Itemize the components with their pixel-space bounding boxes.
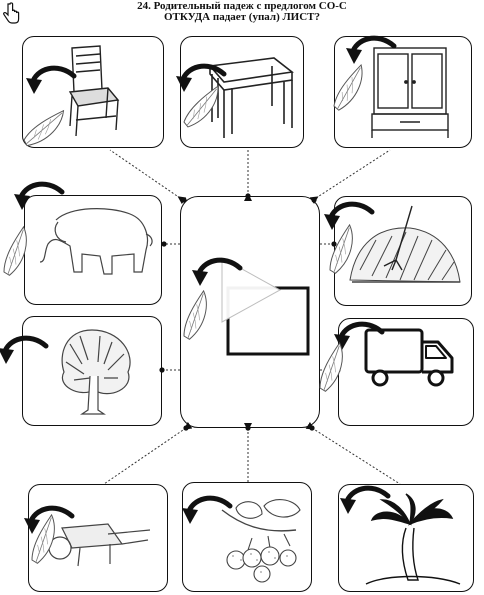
palm-tree-picture bbox=[365, 493, 461, 585]
leaf-icon bbox=[175, 85, 228, 129]
leaf-icon bbox=[169, 290, 223, 342]
curved-arrow-icon bbox=[26, 68, 74, 94]
card-elephant[interactable] bbox=[24, 195, 162, 305]
worksheet-title: 24. Родительный падеж с предлогом СО-С bbox=[137, 0, 347, 12]
tree-picture bbox=[61, 329, 131, 415]
center-picture bbox=[221, 257, 310, 356]
truck-picture bbox=[364, 328, 454, 387]
elephant-picture bbox=[39, 208, 153, 275]
hand-cursor-icon bbox=[3, 2, 20, 24]
chair-picture bbox=[68, 45, 120, 137]
table-picture bbox=[208, 57, 294, 138]
curved-arrow-icon bbox=[14, 184, 62, 210]
wardrobe-picture bbox=[371, 47, 449, 138]
leaf-icon bbox=[0, 226, 43, 278]
curved-arrow-icon bbox=[340, 488, 388, 514]
wheelbarrow-picture bbox=[48, 523, 151, 567]
curved-arrow-icon bbox=[0, 338, 46, 364]
curved-arrow-icon bbox=[324, 204, 372, 230]
haystack-picture bbox=[349, 205, 461, 283]
leaf-icon bbox=[17, 514, 71, 566]
play-icon bbox=[221, 257, 282, 323]
leaf-icon bbox=[305, 342, 359, 394]
worksheet-question: ОТКУДА падает (упал) ЛИСТ? bbox=[163, 11, 321, 23]
raspberry-branch-picture bbox=[221, 499, 301, 583]
curved-arrow-icon bbox=[346, 38, 394, 64]
leaf-icon bbox=[322, 64, 376, 112]
leaf-icon bbox=[19, 110, 69, 147]
connector-lines bbox=[103, 149, 401, 485]
